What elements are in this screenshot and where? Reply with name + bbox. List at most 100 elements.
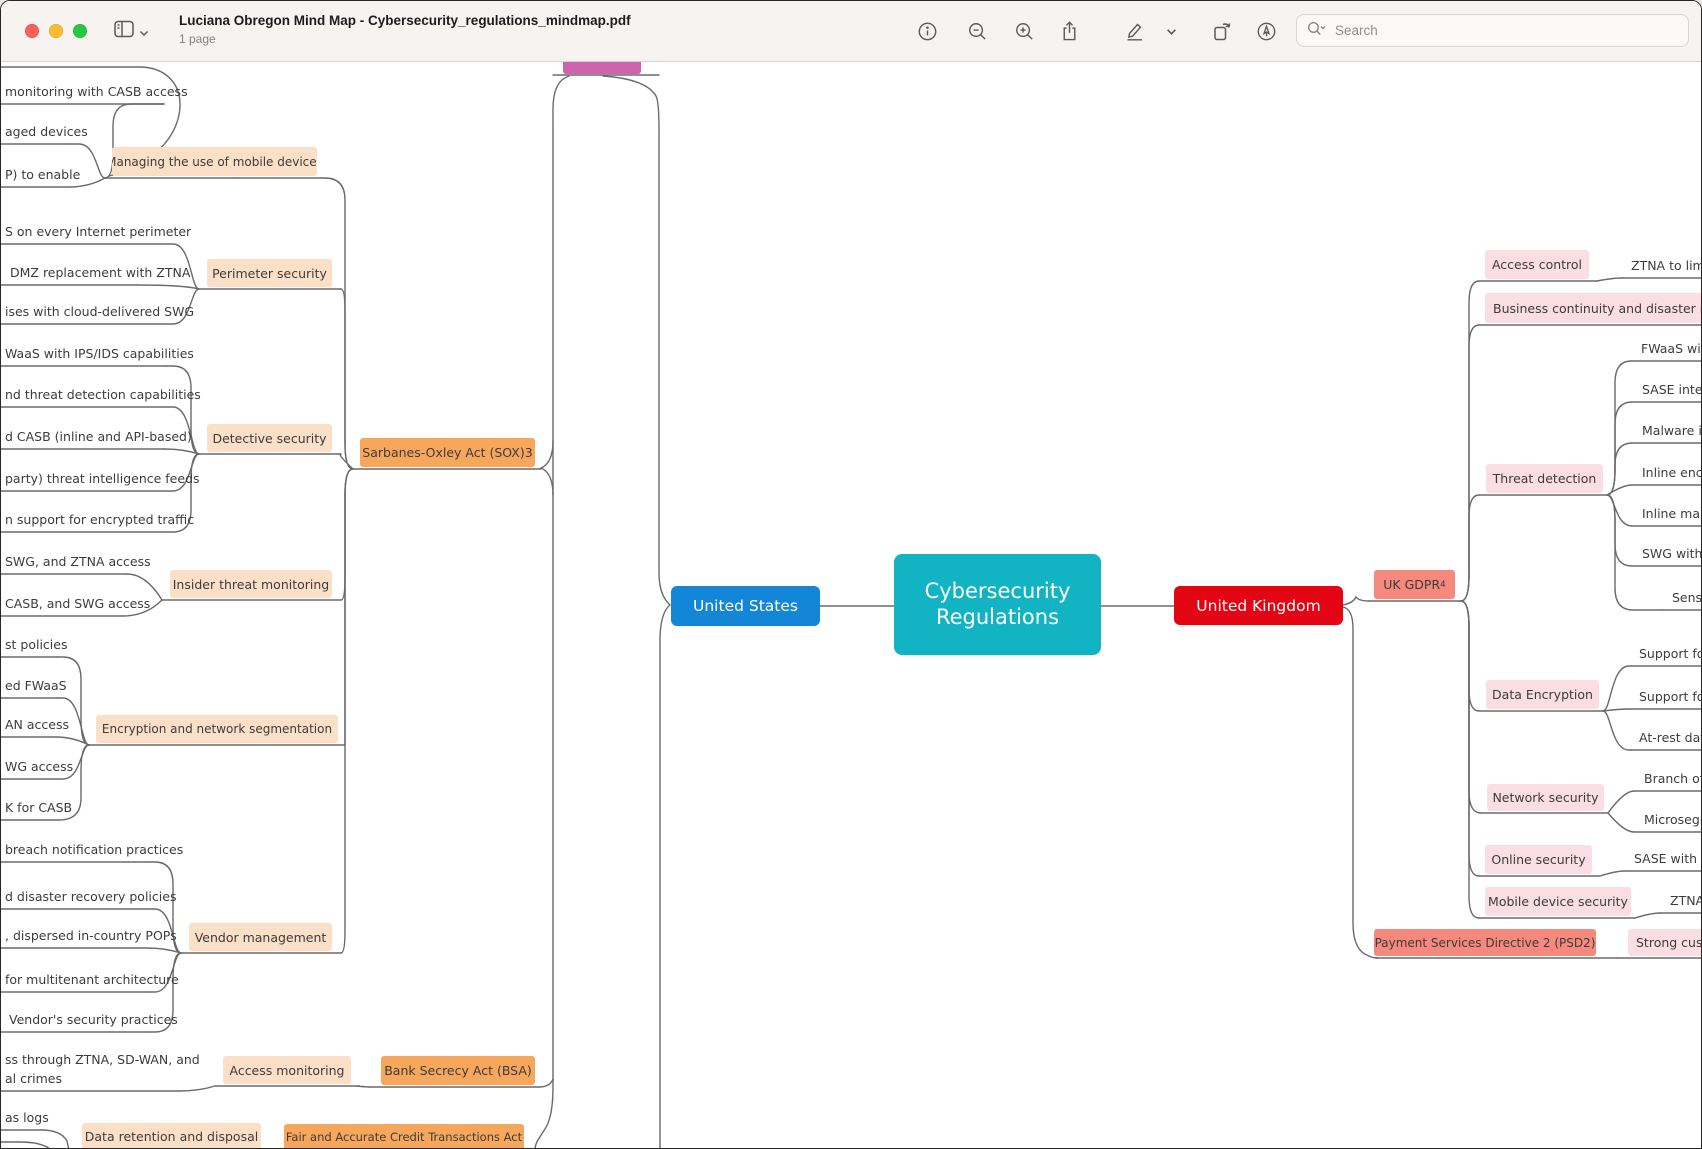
category-threat-detection: Threat detection [1486,464,1603,493]
connector-line [166,365,200,455]
connector-line [58,744,90,821]
leaf-text: ises with cloud-delivered SWG [5,304,195,319]
leaf-text: Branch off [1644,771,1702,786]
topic-strong-customer-partial: Strong cust [1628,929,1701,956]
leaf-text: as logs [5,1110,49,1125]
leaf-text: CASB, and SWG access [5,596,151,611]
leaf-text: At-rest data [1639,730,1701,745]
leaf-text: Inline malw [1642,506,1701,521]
search-field[interactable] [1296,14,1689,47]
leaf-text: breach notification practices [5,842,184,857]
category-vendor-management: Vendor management [189,923,332,951]
topic-bank-secrecy-act: Bank Secrecy Act (BSA) [381,1056,535,1085]
leaf-text: ZTNA [1670,893,1702,908]
connector-line [1602,710,1630,751]
leaf-text: WG access [5,759,74,774]
document-title: Luciana Obregon Mind Map - Cybersecurity… [179,13,631,28]
sidebar-toggle-button[interactable] [113,18,159,44]
leaf-text: d disaster recovery policies [5,889,177,904]
connector-line [534,75,570,1148]
connector-line [1599,870,1625,877]
sidebar-icon [113,19,135,43]
sign-button[interactable] [1254,19,1278,43]
leaf-text: ed FWaaS [5,678,67,693]
leaf-text: AN access [5,717,69,732]
zoom-window-button[interactable] [73,24,87,38]
connector-line [339,453,354,470]
topic-united-states: United States [671,586,820,626]
topic-united-kingdom: United Kingdom [1174,586,1343,625]
leaf-text: WaaS with IPS/IDS capabilities [5,346,194,361]
connector-line [1607,812,1635,833]
connector-line [1634,912,1661,919]
connector-line [1606,442,1633,496]
leaf-text: monitoring with CASB access [5,84,188,99]
connector-line [356,1085,370,1088]
share-button[interactable] [1057,19,1081,43]
connector-line [148,861,182,954]
connector-line [340,468,354,954]
connector-line [340,288,354,470]
zoom-in-button[interactable] [1012,19,1036,43]
connector-line [1342,606,1379,959]
connector-line [148,952,182,1033]
connector-line [163,288,200,325]
leaf-text: SWG with [1642,546,1702,561]
category-perimeter-security: Perimeter security [207,259,332,287]
connector-line [163,453,200,533]
category-business-continuity-partial: Business continuity and disaster recov [1485,293,1701,323]
topic-psd2: Payment Services Directive 2 (PSD2) [1374,929,1596,956]
connector-line [136,284,200,290]
info-button[interactable] [915,19,939,43]
minimize-button[interactable] [49,24,63,38]
connector-line [1596,277,1622,282]
leaf-text: Support for [1639,689,1701,704]
connector-line [1460,600,1480,877]
toolbar: Luciana Obregon Mind Map - Cybersecurity… [1,1,1701,62]
leaf-text: party) threat intelligence feeds [5,471,200,486]
chevron-down-icon [139,22,149,41]
markup-pencil-button[interactable] [1122,19,1146,43]
leaf-text: S on every Internet perimeter [5,224,192,239]
connector-line [1460,280,1480,602]
connector-line [122,599,163,617]
connector-line [68,177,106,188]
category-mobile-device-security: Mobile device security [1485,887,1631,916]
leaf-text: P) to enable [5,167,81,182]
leaf-text: Microsegm [1644,812,1701,827]
zoom-out-button[interactable] [965,19,989,43]
search-input[interactable] [1333,22,1657,39]
close-button[interactable] [25,24,39,38]
category-network-security: Network security [1487,784,1604,811]
connector-line [104,103,165,179]
connector-line [602,75,672,1148]
leaf-text: SASE integ [1642,382,1702,397]
leaf-text: SASE with w [1634,851,1701,866]
connector-line [1607,790,1635,814]
connector-line [1606,494,1633,567]
page-count: 1 page [179,32,216,46]
connector-line [1342,595,1370,606]
leaf-text: n support for encrypted traffic [5,512,195,527]
connector-line [160,243,200,290]
category-managing-mobile-devices: Managing the use of mobile devices [112,147,317,176]
connector-line [146,947,182,954]
category-access-control: Access control [1485,250,1589,279]
leaf-text: Support for [1639,646,1701,661]
leaf-text: d CASB (inline and API-based) [5,429,192,444]
topic-sarbanes-oxley-act: Sarbanes-Oxley Act (SOX)3 [360,438,535,467]
rotate-button[interactable] [1209,19,1233,43]
connector-line [126,573,163,601]
leaf-text: ZTNA to limit [1631,258,1701,273]
leaf-text: SWG, and ZTNA access [5,554,151,569]
leaf-text: nd threat detection capabilities [5,387,201,402]
topic-facta: Fair and Accurate Credit Transactions Ac… [284,1124,524,1148]
leaf-text: st policies [5,637,68,652]
markup-chevron-button[interactable] [1163,19,1179,43]
connector-line [340,468,354,601]
connector-line [1602,708,1630,712]
connector-line [1606,484,1633,496]
